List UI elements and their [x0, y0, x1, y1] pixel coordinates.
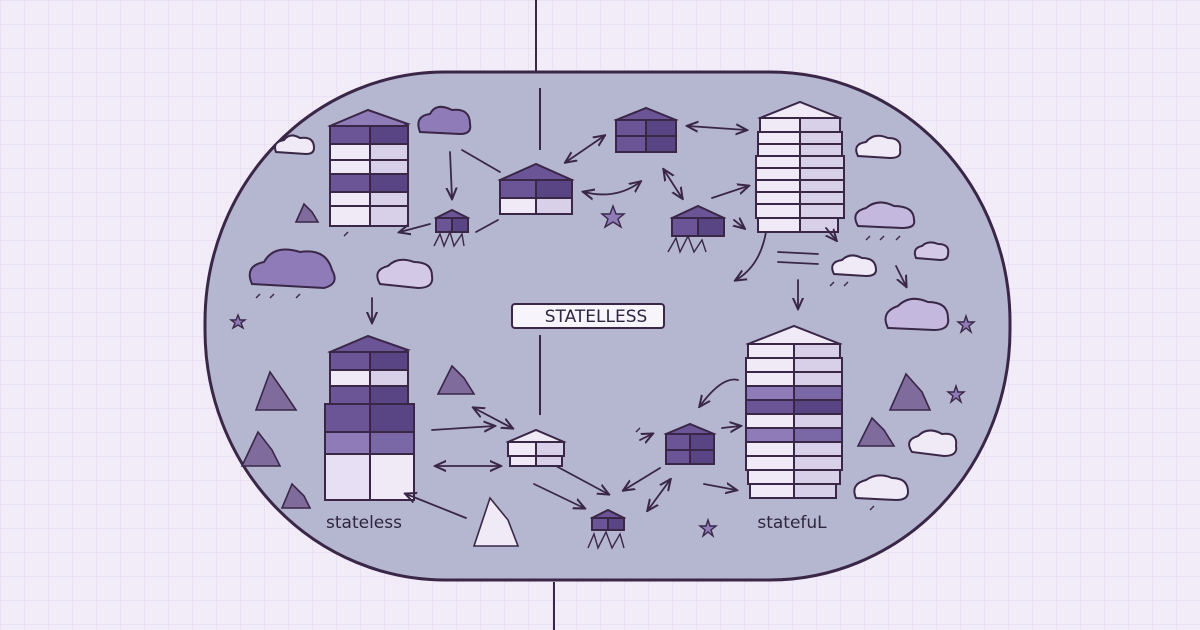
bidirectional-arrow-icon [777, 261, 819, 265]
bidirectional-arrow-icon [400, 223, 431, 232]
server-stack-icon [327, 108, 411, 227]
server-block-icon [589, 508, 627, 531]
star-icon [946, 383, 966, 405]
bidirectional-arrow-icon [406, 494, 467, 519]
server-block-icon [505, 428, 567, 467]
bidirectional-arrow-icon [431, 426, 494, 430]
server-stack-icon [755, 100, 845, 233]
trees [240, 202, 932, 547]
tree-icon [294, 202, 320, 223]
stars [228, 204, 976, 539]
tree-icon [254, 370, 298, 411]
bidirectional-arrow-icon [584, 182, 640, 194]
bidirectional-arrow-icon [736, 231, 767, 280]
bidirectional-arrow-icon [461, 149, 501, 173]
server-block-icon [497, 162, 575, 215]
cloud-icon [884, 297, 950, 332]
bidirectional-arrow-icon [734, 220, 744, 228]
server-block-icon [433, 208, 471, 233]
bidirectional-arrow-icon [475, 219, 499, 233]
star-icon [956, 313, 976, 335]
clouds [248, 105, 958, 502]
bidirectional-arrow-icon [826, 227, 836, 240]
bidirectional-arrow-icon [566, 136, 604, 162]
bidirectional-arrow-icon [688, 126, 746, 130]
bidirectional-arrow-icon [664, 170, 682, 198]
cloud-icon [913, 241, 950, 262]
server-block-icon [669, 204, 727, 237]
tree-icon [240, 430, 282, 467]
bidirectional-arrow-icon [703, 484, 736, 490]
tree-icon [888, 372, 932, 411]
bidirectional-arrow-icon [711, 186, 748, 199]
bidirectional-arrow-icon [895, 265, 906, 286]
bidirectional-arrow-icon [777, 251, 819, 255]
bidirectional-arrow-icon [450, 151, 452, 198]
cloud-icon [274, 134, 316, 156]
stateless-label: stateless [326, 513, 402, 533]
grass-tufts [255, 229, 901, 550]
bidirectional-arrow-icon [648, 480, 670, 510]
star-icon [600, 204, 626, 229]
center-label: STATELLESS [545, 307, 648, 327]
tree-icon [280, 482, 312, 509]
bidirectional-arrow-icon [624, 467, 661, 490]
bidirectional-arrow-icon [700, 378, 739, 406]
star-icon [698, 517, 718, 539]
cloud-icon [854, 201, 916, 230]
star-icon [228, 313, 248, 330]
cloud-icon [855, 134, 902, 160]
bidirectional-arrow-icon [639, 434, 652, 440]
cloud-icon [831, 254, 878, 278]
center-label-box: STATELLESS [511, 303, 665, 329]
tree-icon [436, 364, 476, 395]
tree-icon [856, 416, 896, 447]
connection-arrows [372, 126, 906, 519]
bidirectional-arrow-icon [474, 408, 512, 428]
bidirectional-arrow-icon [555, 465, 608, 494]
cloud-icon [376, 258, 434, 290]
cloud-icon [417, 105, 472, 136]
tree-icon [472, 496, 520, 547]
server-block-icon [613, 106, 679, 153]
cloud-icon [853, 474, 910, 502]
server-block-icon [663, 422, 717, 465]
stateful-label: statefuL [757, 513, 827, 533]
cloud-icon [908, 429, 958, 458]
cloud-icon [248, 248, 336, 290]
server-stack-icon [324, 334, 415, 501]
bidirectional-arrow-icon [533, 483, 584, 508]
bidirectional-arrow-icon [721, 426, 740, 428]
server-stack-icon [745, 324, 843, 499]
